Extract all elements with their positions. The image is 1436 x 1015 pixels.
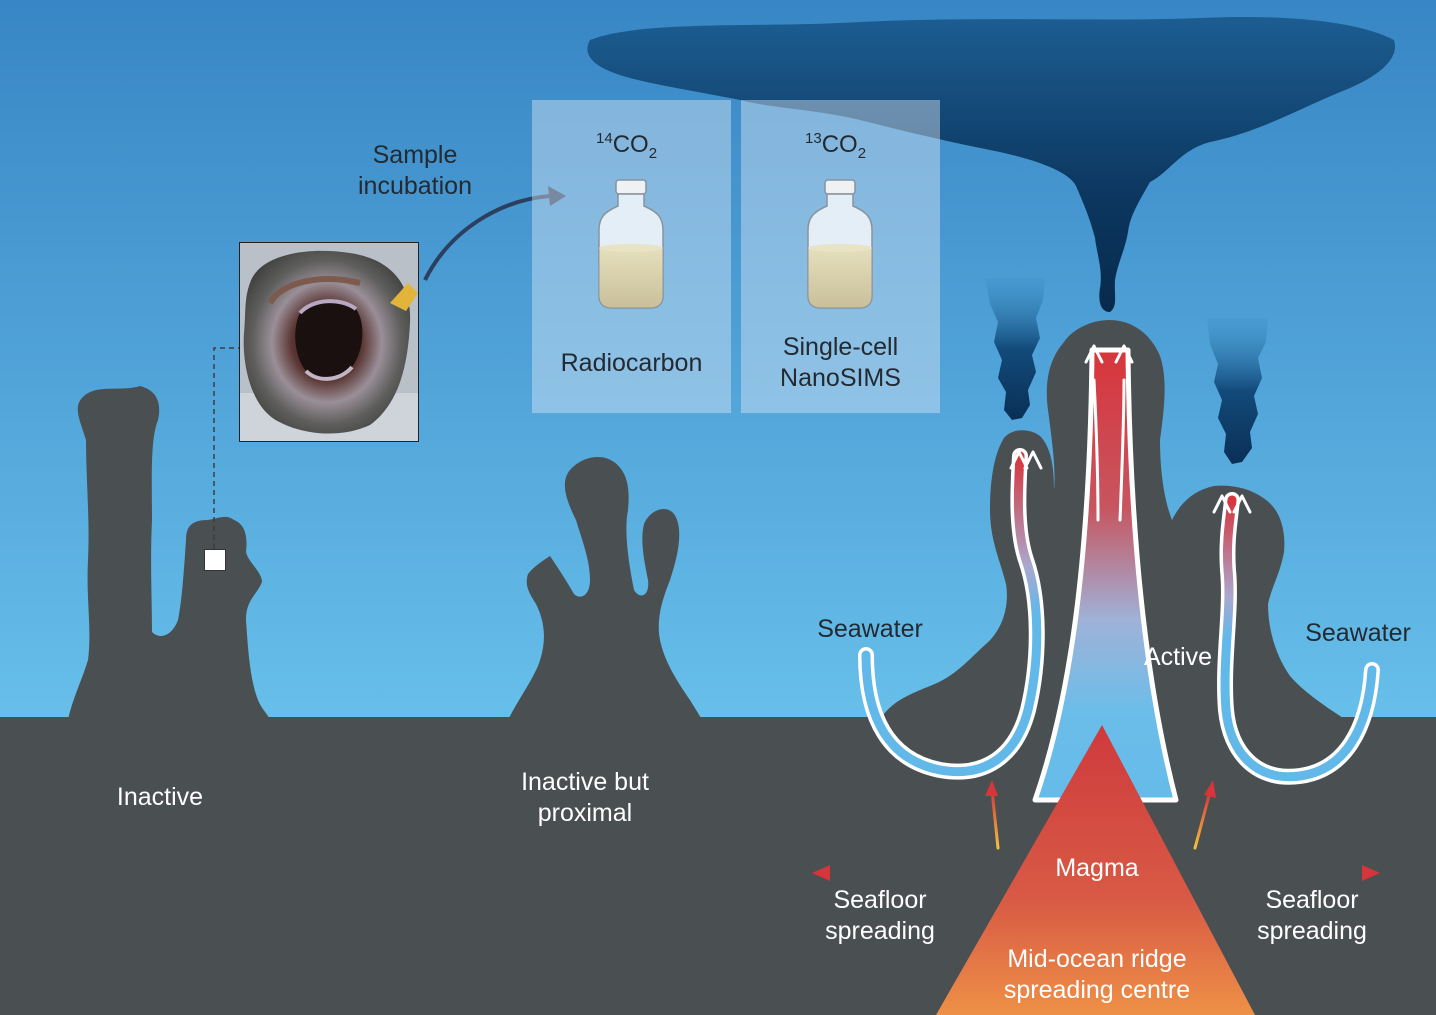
- main-plume: [587, 16, 1396, 313]
- sample-leader-line: [213, 347, 239, 549]
- incubation-arrow: [423, 194, 551, 281]
- incubation-arrow-head: [548, 186, 566, 206]
- seawater-label-right: Seawater: [1305, 619, 1411, 647]
- nanosims-label: Single-cell NanoSIMS: [741, 332, 940, 394]
- ridge-label-line2: spreading centre: [1003, 976, 1191, 1004]
- nanosims-label-line2: NanoSIMS: [780, 364, 901, 392]
- isotope-species: CO: [612, 131, 649, 158]
- inactive-chimney: [68, 386, 270, 720]
- nanosims-panel: 13CO2 Single-cell NanoSIMS: [741, 100, 940, 413]
- left-small-plume: [985, 278, 1045, 420]
- central-upflow-channel: [1032, 347, 1179, 803]
- seafloor-spreading-right-label: Seafloor spreading: [1232, 885, 1392, 947]
- seafloor-spreading-left-line2: spreading: [825, 917, 935, 945]
- ridge-label-line1: Mid-ocean ridge: [1007, 945, 1187, 973]
- inactive-label: Inactive: [116, 783, 204, 811]
- proximal-label: Inactive but proximal: [490, 767, 680, 829]
- sample-incubation-label: Sample incubation: [330, 140, 500, 202]
- seafloor-spreading-left-label: Seafloor spreading: [800, 885, 960, 947]
- seafloor-spreading-right-line2: spreading: [1257, 917, 1367, 945]
- proximal-label-line2: proximal: [537, 799, 633, 827]
- radiocarbon-label: Radiocarbon: [560, 349, 703, 377]
- nanosims-label-line1: Single-cell: [782, 333, 899, 361]
- proximal-chimney: [508, 456, 702, 720]
- magma-label: Magma: [1055, 854, 1139, 882]
- proximal-label-line1: Inactive but: [521, 768, 649, 796]
- isotope-mass: 14: [596, 130, 613, 147]
- sulfide-chimney-sample-photo: [239, 242, 419, 442]
- incubation-bottle-icon: [598, 179, 664, 309]
- isotope-subscript: 2: [857, 144, 867, 162]
- isotope-mass: 13: [805, 130, 822, 147]
- active-label: Active: [1143, 643, 1213, 671]
- magma-body: [936, 725, 1255, 1015]
- sample-incubation-line1: Sample: [372, 141, 458, 169]
- isotope-subscript: 2: [648, 144, 658, 162]
- spreading-arrows: [812, 865, 1380, 881]
- right-small-plume: [1207, 318, 1268, 464]
- isotope-label-14co2: 14CO2: [596, 130, 657, 162]
- incubation-bottle-icon: [807, 179, 873, 309]
- radiocarbon-panel: 14CO2 Radiocarbon: [532, 100, 731, 413]
- seafloor-spreading-left-line1: Seafloor: [833, 886, 927, 914]
- seawater-flow-left: [861, 451, 1042, 777]
- seawater-flow-right: [1220, 495, 1377, 782]
- isotope-species: CO: [821, 131, 858, 158]
- seafloor-spreading-right-line1: Seafloor: [1265, 886, 1359, 914]
- upflow-arrows: [1009, 344, 1252, 522]
- seawater-label-left: Seawater: [817, 615, 923, 643]
- ridge-label: Mid-ocean ridge spreading centre: [976, 944, 1218, 1006]
- sample-location-marker: [204, 549, 226, 571]
- heat-arrows: [985, 780, 1216, 850]
- sample-incubation-line2: incubation: [358, 172, 472, 200]
- isotope-label-13co2: 13CO2: [805, 130, 866, 162]
